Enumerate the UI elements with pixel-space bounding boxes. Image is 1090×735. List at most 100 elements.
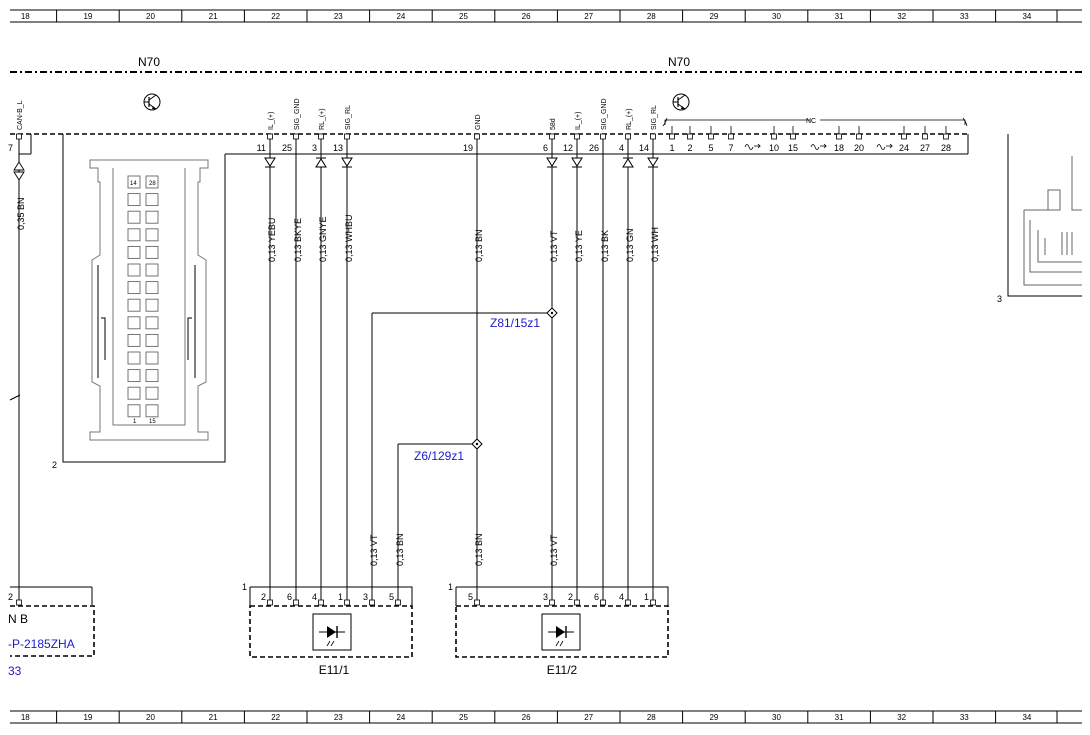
left-connector-pin: 2 bbox=[8, 592, 13, 602]
signal-name: SIG_GND bbox=[601, 98, 608, 130]
left-partial-text: N B bbox=[8, 612, 28, 626]
connector-cavity bbox=[145, 404, 159, 418]
grid-column-number: 18 bbox=[21, 12, 30, 21]
wire-label: 0,13 BN bbox=[474, 229, 484, 262]
connector-pin-1: 1 bbox=[133, 419, 137, 425]
signal-name: RL_(+) bbox=[626, 108, 633, 130]
pin-terminal bbox=[922, 133, 928, 140]
connector-cavity bbox=[145, 281, 159, 295]
component-name: E11/1 bbox=[319, 663, 350, 677]
connector-cavity bbox=[127, 245, 141, 259]
pin-terminal bbox=[943, 133, 949, 140]
connector-cavity bbox=[127, 333, 141, 347]
pin-terminal bbox=[771, 133, 777, 140]
branch-wire-label: 0,13 VT bbox=[369, 534, 379, 566]
grid-column-number: 28 bbox=[647, 12, 656, 21]
grid-column-number: 32 bbox=[897, 713, 906, 722]
connector-cavity bbox=[145, 298, 159, 312]
grid-column-number: 30 bbox=[772, 713, 781, 722]
pin-terminal bbox=[549, 599, 555, 606]
signal-name: SIG_RL bbox=[651, 105, 658, 130]
component-pin-number: 5 bbox=[389, 592, 394, 602]
pin-number: 3 bbox=[312, 143, 317, 153]
wire-label: 0,13 YEBU bbox=[267, 218, 277, 262]
input-arrow-icon bbox=[622, 157, 634, 168]
branch-wiring: Z81/15z1 Z6/129z1 0,13 VT 0,13 BN 0,13 B… bbox=[369, 307, 559, 600]
connector-cavity bbox=[145, 386, 159, 400]
wire-label: 0,13 VT bbox=[549, 230, 559, 262]
pin-number: 6 bbox=[543, 143, 548, 153]
grid-column-number: 23 bbox=[334, 12, 343, 21]
grid-column-number: 18 bbox=[21, 713, 30, 722]
grid-column-number: 31 bbox=[835, 12, 844, 21]
nc-pin-number: 28 bbox=[941, 143, 951, 153]
skip-range-icon bbox=[744, 143, 761, 150]
pin-terminal bbox=[625, 133, 631, 140]
node-label-z81[interactable]: Z81/15z1 bbox=[490, 316, 540, 330]
connector-cavity bbox=[145, 333, 159, 347]
pin-number: 26 bbox=[589, 143, 599, 153]
component-box bbox=[455, 605, 669, 658]
left-ref-number[interactable]: 33 bbox=[8, 664, 22, 678]
pin-terminal bbox=[836, 133, 842, 140]
grid-column-number: 26 bbox=[522, 12, 531, 21]
pin-terminal bbox=[549, 133, 555, 140]
node-label-z6[interactable]: Z6/129z1 bbox=[414, 449, 464, 463]
can-b-pin: 7 bbox=[8, 143, 13, 153]
component-pin-number: 1 bbox=[338, 592, 343, 602]
signal-line: RL_(+)30,13 GNYE bbox=[312, 108, 328, 600]
skip-range-icon bbox=[810, 143, 827, 150]
component-pin-number: 6 bbox=[287, 592, 292, 602]
component-pin-number: 4 bbox=[312, 592, 317, 602]
connector-cavity bbox=[127, 263, 141, 277]
left-ref-link[interactable]: -P-2185ZHA bbox=[8, 637, 75, 651]
grid-column-number: 19 bbox=[83, 713, 92, 722]
grid-column-number: 31 bbox=[835, 713, 844, 722]
pin-terminal bbox=[728, 133, 734, 140]
pin-terminal bbox=[901, 133, 907, 140]
pin-terminal bbox=[318, 133, 324, 140]
component-pin-number: 6 bbox=[594, 592, 599, 602]
wire-label: 0,13 BK bbox=[600, 230, 610, 262]
nc-pin-number: 7 bbox=[728, 143, 733, 153]
pin-terminal bbox=[293, 133, 299, 140]
grid-column-number: 32 bbox=[897, 12, 906, 21]
connector-cavity bbox=[127, 404, 141, 418]
connector-cavity bbox=[145, 369, 159, 383]
input-arrow-icon bbox=[315, 157, 327, 168]
pin-terminal bbox=[293, 599, 299, 606]
signal-name: IL_(+) bbox=[575, 112, 582, 130]
connector-cavity bbox=[145, 245, 159, 259]
connector-pin-14: 14 bbox=[130, 181, 137, 187]
module-label-n70-left: N70 bbox=[138, 55, 160, 69]
connector-cavity bbox=[127, 175, 141, 189]
component-corner-label: 1 bbox=[242, 582, 247, 592]
grid-column-number: 33 bbox=[960, 713, 969, 722]
connector-cavity bbox=[145, 210, 159, 224]
led-icon bbox=[541, 613, 581, 651]
nc-pin-number: 1 bbox=[669, 143, 674, 153]
pin-terminal bbox=[687, 133, 693, 140]
connector-cavity bbox=[127, 386, 141, 400]
component-pin-number: 5 bbox=[468, 592, 473, 602]
can-b-wire-label: 0,35 BN bbox=[16, 197, 26, 230]
grid-column-number: 27 bbox=[584, 12, 593, 21]
pin-terminal bbox=[344, 133, 350, 140]
output-arrow-icon bbox=[571, 157, 583, 168]
component-pin-number: 3 bbox=[543, 592, 548, 602]
output-arrow-icon bbox=[546, 157, 558, 168]
grid-column-number: 20 bbox=[146, 713, 155, 722]
component-pin-number: 2 bbox=[261, 592, 266, 602]
connector-cavity bbox=[145, 228, 159, 242]
pin-terminal bbox=[650, 133, 656, 140]
grid-column-number: 27 bbox=[584, 713, 593, 722]
transistor-icon bbox=[672, 93, 690, 111]
branch-wire-label: 0,13 BN bbox=[474, 533, 484, 566]
bidirectional-arrow-icon bbox=[13, 161, 25, 181]
pin-terminal bbox=[669, 133, 675, 140]
